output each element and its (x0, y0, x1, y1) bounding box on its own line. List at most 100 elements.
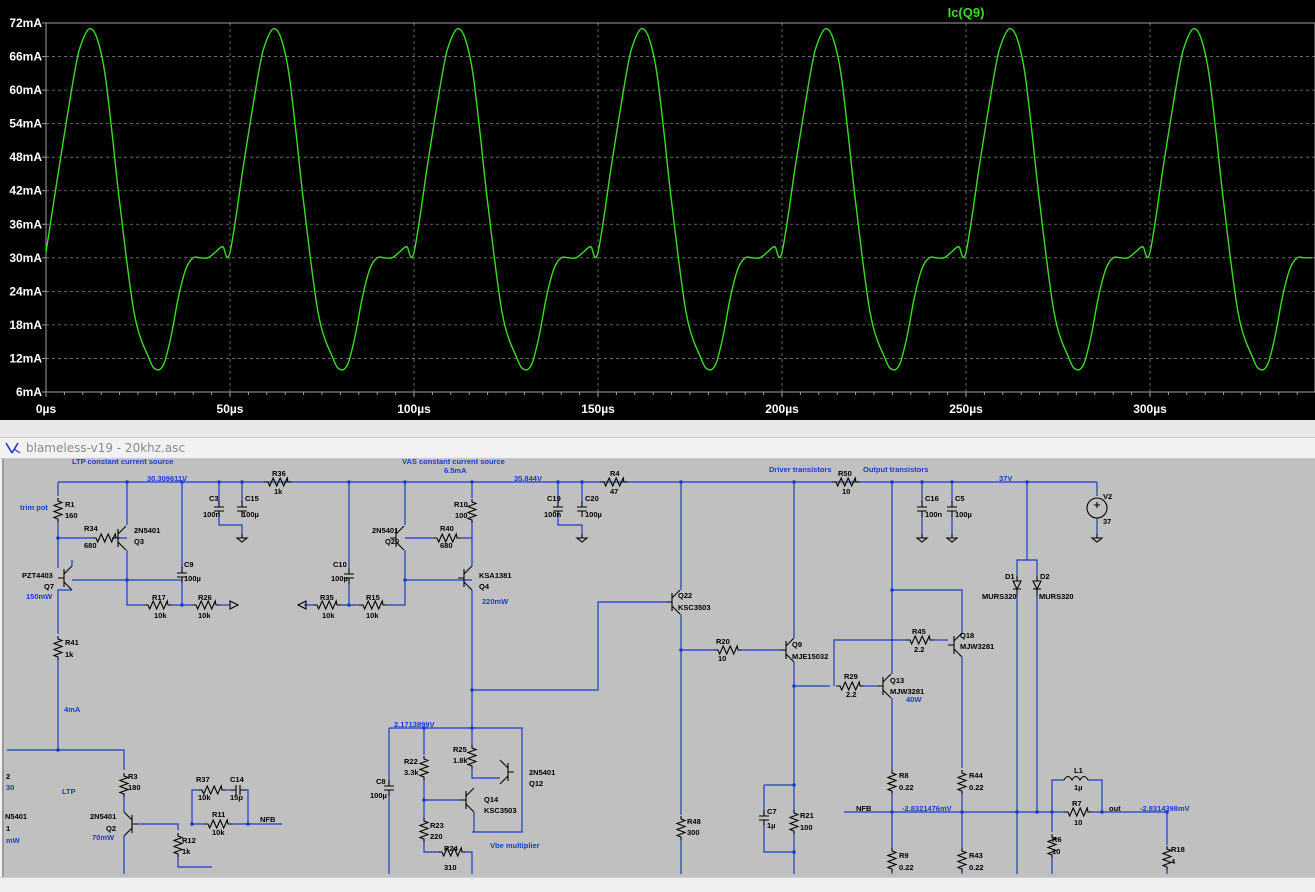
trace-label[interactable]: Ic(Q9) (948, 5, 985, 20)
label-q22t: KSC3503 (678, 603, 711, 612)
resistor-r15[interactable] (359, 599, 387, 611)
label-r7v: 10 (1074, 818, 1082, 827)
transistor-q2[interactable] (123, 811, 138, 837)
schematic-window-title: blameless-v19 - 20khz.asc (26, 441, 186, 455)
y-tick-label: 18mA (9, 318, 42, 332)
resistor-r18[interactable] (1161, 846, 1173, 870)
resistor-r8[interactable] (886, 770, 898, 794)
label-r18: R18 (1171, 845, 1185, 854)
transistor-q9[interactable] (780, 637, 795, 663)
label-r40: R40 (440, 524, 454, 533)
capacitor-c19[interactable] (553, 501, 563, 517)
voltage-source-v2[interactable] (1086, 497, 1108, 519)
ground-symbol (575, 534, 589, 543)
port-arrow (296, 600, 307, 610)
transistor-q4[interactable] (458, 565, 473, 591)
resistor-r35[interactable] (313, 599, 341, 611)
x-tick-label: 0µs (36, 402, 57, 416)
resistor-r21[interactable] (788, 810, 800, 834)
resistor-r29[interactable] (836, 680, 864, 692)
resistor-r48[interactable] (675, 816, 687, 840)
label-r35: R35 (320, 593, 334, 602)
resistor-r9[interactable] (886, 848, 898, 872)
capacitor-c15[interactable] (237, 501, 247, 517)
capacitor-c20[interactable] (577, 501, 587, 517)
y-tick-label: 6mA (16, 385, 42, 399)
capacitor-c16[interactable] (917, 501, 927, 517)
inductor-l1[interactable] (1063, 775, 1089, 782)
resistor-r24[interactable] (438, 846, 466, 858)
transistor-q18[interactable] (948, 632, 963, 658)
resistor-r34[interactable] (92, 532, 120, 544)
resistor-r17[interactable] (144, 599, 172, 611)
resistor-r23[interactable] (418, 818, 430, 842)
junction-dot (1025, 480, 1029, 484)
label-q13: Q13 (890, 676, 904, 685)
label-r35v: 10k (322, 611, 335, 620)
wire (138, 823, 179, 830)
label-r4v: 47 (610, 487, 618, 496)
capacitor-c7[interactable] (759, 810, 769, 826)
capacitor-c5[interactable] (947, 501, 957, 517)
resistor-r25[interactable] (466, 745, 478, 769)
resistor-r22[interactable] (418, 756, 430, 780)
label-r20v: 10 (718, 654, 726, 663)
resistor-r36[interactable] (264, 476, 292, 488)
capacitor-c14[interactable] (230, 785, 246, 795)
label-r22v: 3.3k (404, 768, 419, 777)
transistor-q20[interactable] (390, 525, 405, 551)
capacitor-c3[interactable] (214, 501, 224, 517)
label-r29: R29 (844, 672, 858, 681)
diode-d1[interactable] (1012, 576, 1022, 596)
label-q12t: 2N5401 (529, 768, 555, 777)
label-r26v: 10k (198, 611, 211, 620)
ground-symbol (1090, 534, 1104, 543)
transistor-q13[interactable] (877, 673, 892, 699)
label-d1: D1 (1005, 572, 1015, 581)
resistor-r37[interactable] (198, 784, 226, 796)
resistor-r1[interactable] (52, 498, 64, 522)
label-q7t: PZT4403 (22, 571, 53, 580)
y-tick-label: 36mA (9, 217, 42, 231)
resistor-r43[interactable] (956, 848, 968, 872)
waveform-plot[interactable]: 72mA66mA60mA54mA48mA42mA36mA30mA24mA18mA… (0, 0, 1315, 420)
resistor-r45[interactable] (906, 634, 934, 646)
resistor-r50[interactable] (832, 476, 860, 488)
label-q4t: KSA1381 (479, 571, 512, 580)
label-partial_mw: mW (6, 836, 21, 845)
resistor-r12[interactable] (172, 833, 184, 857)
resistor-r26[interactable] (192, 599, 220, 611)
transistor-q12[interactable] (499, 759, 514, 785)
resistor-r44[interactable] (956, 770, 968, 794)
resistor-r40[interactable] (433, 532, 461, 544)
junction-dot (890, 588, 894, 592)
y-tick-label: 66mA (9, 50, 42, 64)
schematic-titlebar[interactable]: blameless-v19 - 20khz.asc (0, 437, 1315, 459)
label-d2: D2 (1040, 572, 1050, 581)
x-tick-label: 100µs (397, 402, 431, 416)
transistor-q3[interactable] (112, 525, 127, 551)
resistor-r10[interactable] (466, 499, 478, 523)
resistor-r20[interactable] (714, 644, 742, 656)
junction-dot (347, 603, 351, 607)
resistor-r4[interactable] (600, 476, 628, 488)
resistor-r11[interactable] (204, 818, 232, 830)
capacitor-c8[interactable] (384, 780, 394, 796)
junction-dot (403, 480, 407, 484)
resistor-r7[interactable] (1064, 806, 1092, 818)
transistor-q22[interactable] (666, 589, 681, 615)
label-q22: Q22 (678, 591, 692, 600)
resistor-r41[interactable] (52, 636, 64, 660)
diode-d2[interactable] (1032, 576, 1042, 596)
capacitor-c9[interactable] (177, 567, 187, 583)
transistor-q14[interactable] (460, 787, 475, 813)
resistor-r6[interactable] (1046, 834, 1058, 858)
label-q13t: MJW3281 (890, 687, 924, 696)
transistor-q7[interactable] (58, 565, 73, 591)
label-r37v: 10k (198, 793, 211, 802)
capacitor-c10[interactable] (344, 568, 354, 584)
resistor-r3[interactable] (118, 773, 130, 797)
